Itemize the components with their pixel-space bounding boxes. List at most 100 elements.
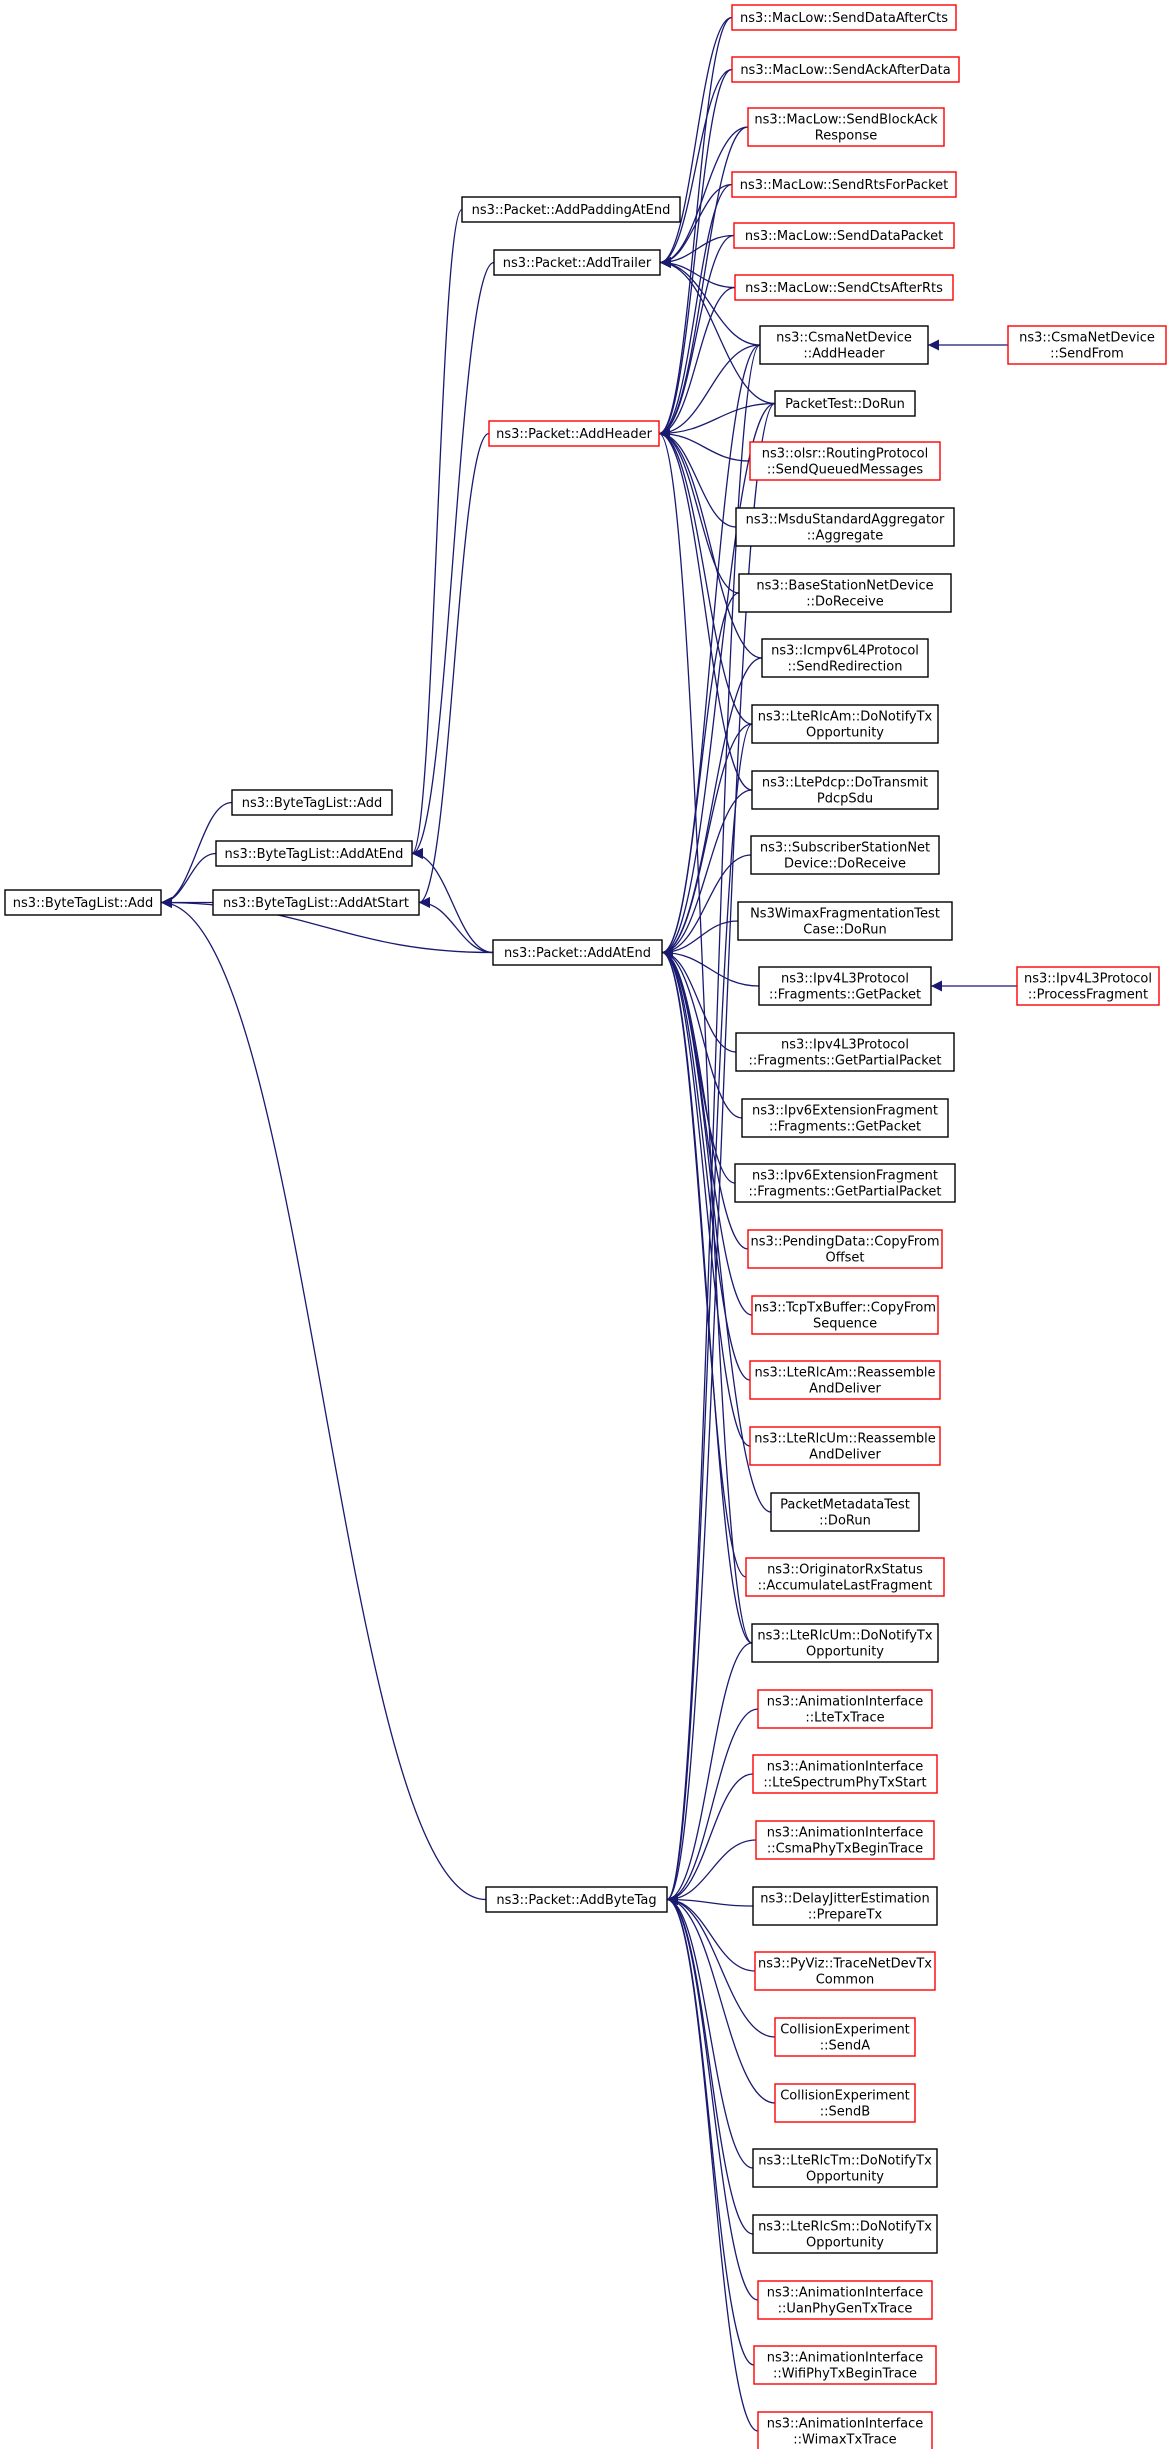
node-pkt-addbytetag[interactable]: ns3::Packet::AddByteTag (485, 1886, 668, 1913)
edge-packettest_dorun-to-pkt_addheader (658, 402, 776, 439)
node-label-line: CollisionExperiment (780, 2023, 910, 2038)
edge-pkt_addatend-to-btl_addatstart (418, 897, 494, 954)
node-box (751, 704, 939, 744)
node-box (752, 1886, 938, 1926)
node-mac-sendrts[interactable]: ns3::MacLow::SendRtsForPacket (731, 171, 957, 198)
node-anim-wifiphytx[interactable]: ns3::AnimationInterface::WifiPhyTxBeginT… (753, 2345, 937, 2385)
node-label-line: ns3::Packet::AddAtEnd (504, 946, 651, 961)
node-ipv6frag-getpartial[interactable]: ns3::Ipv6ExtensionFragment::Fragments::G… (734, 1163, 956, 1203)
node-csma-sendfrom[interactable]: ns3::CsmaNetDevice::SendFrom (1007, 325, 1167, 365)
node-label-line: ::CsmaPhyTxBeginTrace (767, 1842, 923, 1857)
node-collision-sendb[interactable]: CollisionExperiment::SendB (774, 2083, 916, 2123)
node-ipv4-processfragment[interactable]: ns3::Ipv4L3Protocol::ProcessFragment (1016, 966, 1160, 1006)
node-anim-ltetx[interactable]: ns3::AnimationInterface::LteTxTrace (757, 1689, 933, 1729)
edge-mac_sendctsafterrts-to-pkt_addtrailer (659, 257, 736, 289)
node-msdu-aggregate[interactable]: ns3::MsduStandardAggregator::Aggregate (735, 507, 955, 547)
node-box (492, 939, 663, 966)
node-label-line: ns3::Ipv4L3Protocol (1024, 972, 1152, 987)
node-pkt-addpadding[interactable]: ns3::Packet::AddPaddingAtEnd (461, 196, 681, 223)
node-box (231, 789, 393, 816)
node-bsnd-doreceive[interactable]: ns3::BaseStationNetDevice::DoReceive (738, 573, 952, 613)
edge-mac_senddataaftercts-to-pkt_addheader (658, 16, 733, 439)
node-label-line: ns3::LteRlcSm::DoNotifyTx (758, 2220, 932, 2235)
node-mac-sendackafterdata[interactable]: ns3::MacLow::SendAckAfterData (731, 56, 960, 83)
edge-ltepdcp_dotransmit-to-pkt_addatend (661, 789, 753, 958)
edge-anim_uanphygentx-to-pkt_addbytetag (666, 1894, 759, 2301)
node-anim-uanphygentx[interactable]: ns3::AnimationInterface::UanPhyGenTxTrac… (757, 2280, 933, 2320)
node-label-line: Opportunity (806, 1645, 884, 1660)
node-label-line: PdcpSdu (817, 792, 873, 807)
edge-pkt_addtrailer-to-btl_addatend (411, 261, 495, 859)
edge-lterlcam_donotify-to-pkt_addatend (661, 723, 753, 958)
node-delayjitter-preparetx[interactable]: ns3::DelayJitterEstimation::PrepareTx (752, 1886, 938, 1926)
node-anim-wimaxtx[interactable]: ns3::AnimationInterface::WimaxTxTrace (757, 2411, 933, 2449)
node-box (774, 2017, 916, 2057)
node-label-line: ns3::LtePdcp::DoTransmit (762, 776, 928, 791)
node-btl-addatend[interactable]: ns3::ByteTagList::AddAtEnd (215, 840, 413, 867)
node-pkt-addheader[interactable]: ns3::Packet::AddHeader (488, 420, 660, 447)
node-box (757, 2280, 933, 2320)
edge-pendingdata_copyfrom-to-pkt_addatend (661, 947, 749, 1250)
node-label-line: ns3::Packet::AddHeader (496, 427, 652, 442)
node-label-line: ns3::TcpTxBuffer::CopyFrom (754, 1301, 936, 1316)
node-packettest-dorun[interactable]: PacketTest::DoRun (774, 390, 916, 417)
node-anim-ltespectrum[interactable]: ns3::AnimationInterface::LteSpectrumPhyT… (752, 1754, 938, 1794)
node-label-line: ::UanPhyGenTxTrace (778, 2302, 913, 2317)
node-ipv6frag-getpacket[interactable]: ns3::Ipv6ExtensionFragment::Fragments::G… (741, 1098, 949, 1138)
node-box (737, 901, 953, 941)
edge-mac_sendackafterdata-to-pkt_addtrailer (659, 68, 733, 268)
node-label-line: ns3::SubscriberStationNet (760, 841, 930, 856)
node-label-line: ns3::MacLow::SendDataAfterCts (740, 11, 948, 26)
node-box (751, 1623, 939, 1663)
node-olsr-sendqueued[interactable]: ns3::olsr::RoutingProtocol::SendQueuedMe… (749, 441, 941, 481)
edge-packetmetadata_dorun-to-pkt_addatend (661, 947, 772, 1513)
node-label-line: ns3::LteRlcUm::Reassemble (754, 1432, 936, 1447)
node-label-line: Opportunity (806, 2236, 884, 2251)
edge-packettest_dorun-to-pkt_addbytetag (666, 402, 776, 1905)
node-label-line: ns3::Packet::AddTrailer (503, 256, 652, 271)
node-label-line: ::DoRun (819, 1514, 871, 1529)
node-mac-senddatapacket[interactable]: ns3::MacLow::SendDataPacket (733, 222, 955, 249)
edge-ipv6frag_getpacket-to-pkt_addatend (661, 947, 743, 1119)
node-ipv4frag-getpacket[interactable]: ns3::Ipv4L3Protocol::Fragments::GetPacke… (758, 966, 932, 1006)
node-label-line: ns3::ByteTagList::Add (242, 796, 382, 811)
node-btl-add[interactable]: ns3::ByteTagList::Add (231, 789, 393, 816)
node-label-line: ::Fragments::GetPacket (769, 988, 921, 1003)
node-mac-senddataaftercts[interactable]: ns3::MacLow::SendDataAfterCts (731, 4, 957, 31)
node-icmpv6-sendredirection[interactable]: ns3::Icmpv6L4Protocol::SendRedirection (761, 638, 929, 678)
node-ssnd-doreceive[interactable]: ns3::SubscriberStationNetDevice::DoRecei… (750, 835, 940, 875)
node-box (731, 4, 957, 31)
node-anim-csmaphytx[interactable]: ns3::AnimationInterface::CsmaPhyTxBeginT… (755, 1820, 935, 1860)
node-packetmetadata-dorun[interactable]: PacketMetadataTest::DoRun (770, 1492, 920, 1532)
node-box (752, 2148, 938, 2188)
node-pkt-addatend[interactable]: ns3::Packet::AddAtEnd (492, 939, 663, 966)
node-mac-sendctsafterrts[interactable]: ns3::MacLow::SendCtsAfterRts (734, 274, 954, 301)
edge-ipv4frag_getpacket-to-pkt_addatend (661, 947, 760, 987)
node-pkt-addtrailer[interactable]: ns3::Packet::AddTrailer (493, 249, 661, 276)
node-label-line: ns3::Ipv6ExtensionFragment (752, 1169, 938, 1184)
node-layer: ns3::ByteTagList::Addns3::ByteTagList::A… (4, 4, 1167, 2449)
node-box (731, 56, 960, 83)
node-ipv4frag-getpartial[interactable]: ns3::Ipv4L3Protocol::Fragments::GetParti… (735, 1032, 955, 1072)
node-label-line: Common (816, 1973, 875, 1988)
node-btl-addatstart[interactable]: ns3::ByteTagList::AddAtStart (212, 889, 420, 916)
node-collision-senda[interactable]: CollisionExperiment::SendA (774, 2017, 916, 2057)
node-label-line: ns3::PendingData::CopyFrom (751, 1235, 940, 1250)
node-originator-accumulate[interactable]: ns3::OriginatorRxStatus::AccumulateLastF… (745, 1557, 945, 1597)
node-label-line: ns3::LteRlcUm::DoNotifyTx (757, 1629, 932, 1644)
node-label-line: Opportunity (806, 726, 884, 741)
edge-anim_wifiphytx-to-pkt_addbytetag (666, 1894, 755, 2366)
node-csma-addheader[interactable]: ns3::CsmaNetDevice::AddHeader (759, 325, 929, 365)
